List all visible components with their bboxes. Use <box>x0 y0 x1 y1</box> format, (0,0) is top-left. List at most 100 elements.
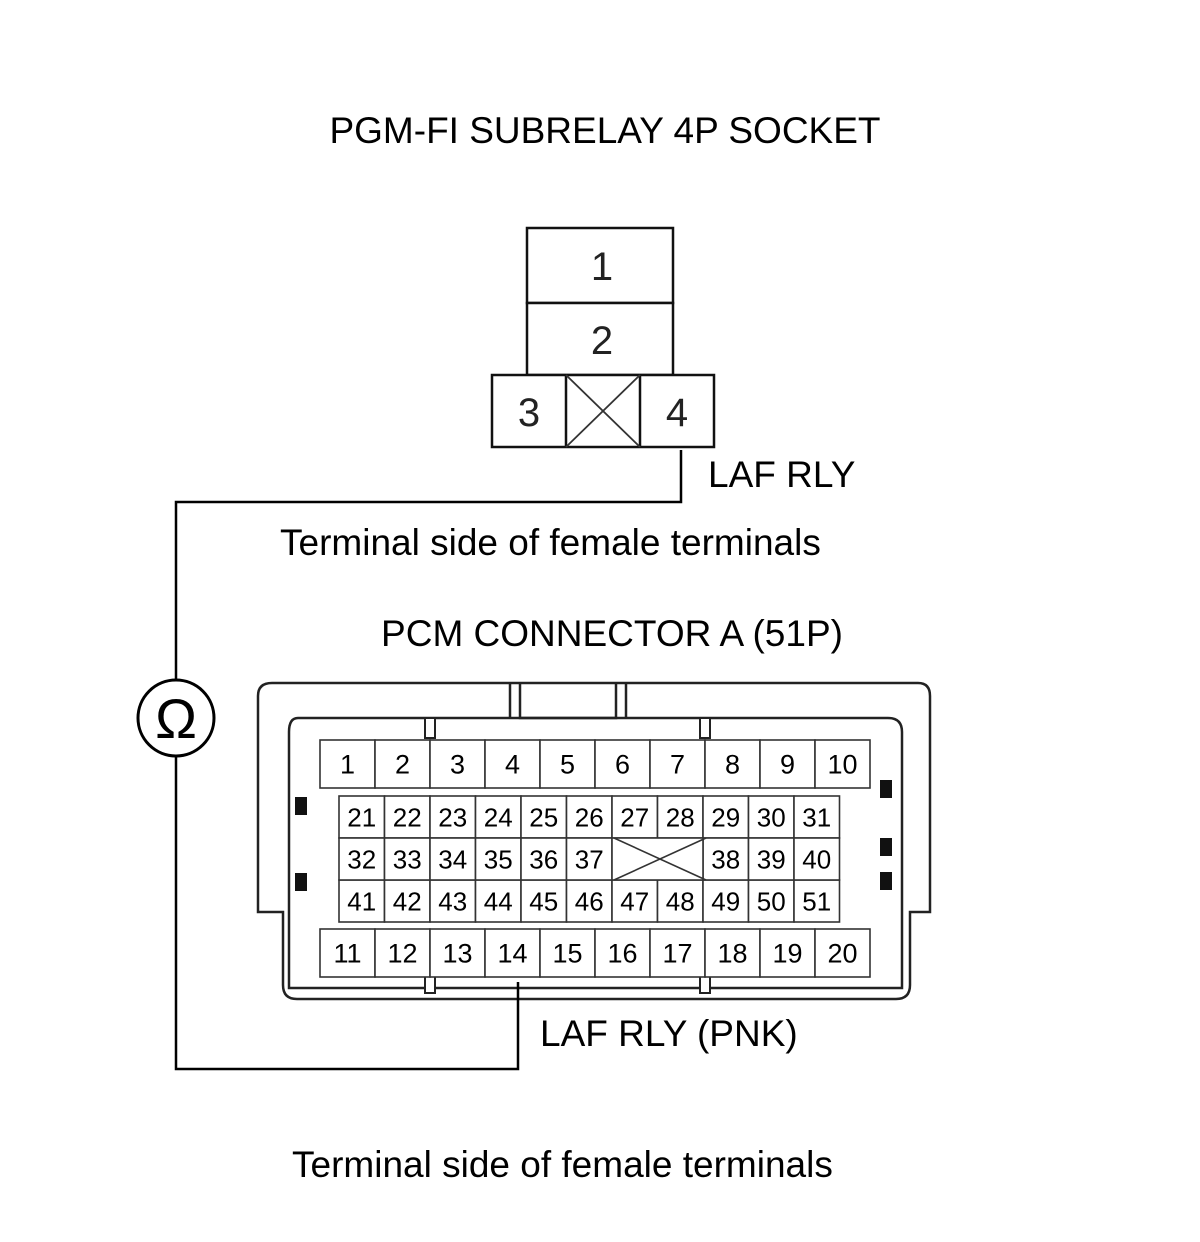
pcm-pin-46-label: 46 <box>575 886 604 916</box>
pcm-pin-35-label: 35 <box>484 844 513 874</box>
socket-pin-2 <box>525 301 675 377</box>
socket-title: PGM-FI SUBRELAY 4P SOCKET <box>329 110 880 151</box>
pcm-pin-8-label: 8 <box>725 750 740 780</box>
pcm-pin-18 <box>704 928 761 978</box>
pcm-pin-24 <box>474 795 522 839</box>
pcm-pin-32 <box>338 837 386 881</box>
pcm-pin-49-label: 49 <box>711 886 740 916</box>
pcm-pin-40-label: 40 <box>802 844 831 874</box>
pcm-pin-26 <box>565 795 613 839</box>
pcm-wire-label: LAF RLY (PNK) <box>540 1013 798 1054</box>
pcm-pin-30 <box>747 795 795 839</box>
pcm-pin-20 <box>814 928 871 978</box>
pcm-key-notch <box>295 797 307 815</box>
pcm-pin-17-label: 17 <box>662 939 692 969</box>
ohmmeter-icon: Ω <box>136 678 216 758</box>
pcm-pin-25-label: 25 <box>529 802 558 832</box>
pcm-pin-47-label: 47 <box>620 886 649 916</box>
pcm-title: PCM CONNECTOR A (51P) <box>381 613 843 654</box>
pcm-pin-3-label: 3 <box>450 750 465 780</box>
pcm-pin-32-label: 32 <box>347 844 376 874</box>
subrelay-socket: 1 2 3 4 <box>490 226 716 449</box>
wire-to-socket-pin-4 <box>174 450 683 680</box>
pcm-key-notch <box>295 873 307 891</box>
pcm-pin-14 <box>484 928 541 978</box>
pcm-blank-cavity <box>613 837 707 881</box>
socket-blank-cavity <box>565 374 641 448</box>
pcm-pin-9 <box>759 739 816 789</box>
pcm-pin-7 <box>649 739 706 789</box>
pcm-pin-38-label: 38 <box>711 844 740 874</box>
pcm-pin-12 <box>374 928 431 978</box>
pcm-pin-11-label: 11 <box>333 939 361 969</box>
pcm-pin-43-label: 43 <box>438 886 467 916</box>
socket-pin-1 <box>525 226 675 305</box>
pcm-pin-48-label: 48 <box>666 886 695 916</box>
pcm-pin-34 <box>429 837 477 881</box>
pcm-pin-37-label: 37 <box>575 844 604 874</box>
pcm-pin-9-label: 9 <box>780 750 795 780</box>
socket-pin-4-label: 4 <box>666 391 688 435</box>
pcm-pin-38 <box>702 837 750 881</box>
pcm-pin-45-label: 45 <box>529 886 558 916</box>
pcm-pin-39-label: 39 <box>757 844 786 874</box>
pcm-pin-17 <box>649 928 706 978</box>
pcm-pin-16-label: 16 <box>607 939 637 969</box>
pcm-side-note: Terminal side of female terminals <box>292 1144 833 1185</box>
pcm-pin-44-label: 44 <box>484 886 513 916</box>
pcm-pin-13-label: 13 <box>442 939 472 969</box>
pcm-pin-29-label: 29 <box>711 802 740 832</box>
pcm-pin-10-label: 10 <box>827 750 857 780</box>
socket-pin-1-label: 1 <box>591 245 613 289</box>
socket-side-note: Terminal side of female terminals <box>280 522 821 563</box>
pcm-pin-2-label: 2 <box>395 750 410 780</box>
pcm-key-notch <box>880 872 892 890</box>
pcm-pin-22 <box>383 795 431 839</box>
pcm-pin-21-label: 21 <box>347 802 376 832</box>
pcm-pin-40 <box>793 837 841 881</box>
socket-pin-2-label: 2 <box>591 319 613 363</box>
pcm-blank-slot <box>611 837 704 881</box>
pcm-pin-6-label: 6 <box>615 750 630 780</box>
pcm-pin-31-label: 31 <box>802 802 831 832</box>
pcm-pin-41 <box>338 879 386 923</box>
wire-to-pcm-pin-14 <box>174 756 520 1071</box>
pcm-pin-4-label: 4 <box>505 750 520 780</box>
pcm-pin-41-label: 41 <box>347 886 376 916</box>
pcm-pin-25 <box>520 795 568 839</box>
pcm-pin-18-label: 18 <box>717 939 747 969</box>
pcm-pin-26-label: 26 <box>575 802 604 832</box>
pcm-key-notch <box>880 838 892 856</box>
pcm-pin-30-label: 30 <box>757 802 786 832</box>
pcm-pin-14-label: 14 <box>497 939 527 969</box>
ohm-symbol: Ω <box>155 687 197 750</box>
pcm-pin-7-label: 7 <box>670 750 685 780</box>
pcm-pin-5 <box>539 739 596 789</box>
pcm-pin-15-label: 15 <box>552 939 582 969</box>
pcm-pin-42-label: 42 <box>393 886 422 916</box>
pcm-inner-face <box>287 716 904 990</box>
pcm-pin-15 <box>539 928 596 978</box>
pcm-pin-11 <box>319 928 376 978</box>
pcm-pin-19 <box>759 928 816 978</box>
socket-wire-label: LAF RLY <box>708 454 855 495</box>
socket-pin-3-label: 3 <box>518 391 540 435</box>
pcm-pin-50-label: 50 <box>757 886 786 916</box>
pcm-pin-12-label: 12 <box>387 939 417 969</box>
pcm-pin-36-label: 36 <box>529 844 558 874</box>
pcm-pin-24-label: 24 <box>484 802 513 832</box>
pcm-pin-27-label: 27 <box>620 802 649 832</box>
pcm-pin-39 <box>747 837 795 881</box>
pcm-pin-10 <box>814 739 871 789</box>
pcm-pin-16 <box>594 928 651 978</box>
pcm-pin-3 <box>429 739 486 789</box>
pcm-pin-22-label: 22 <box>393 802 422 832</box>
pcm-housing <box>256 681 932 1001</box>
pcm-pin-37 <box>565 837 613 881</box>
pcm-pin-51-label: 51 <box>802 886 831 916</box>
pcm-pin-1 <box>319 739 376 789</box>
pcm-pin-23-label: 23 <box>438 802 467 832</box>
pcm-key-notch <box>880 780 892 798</box>
